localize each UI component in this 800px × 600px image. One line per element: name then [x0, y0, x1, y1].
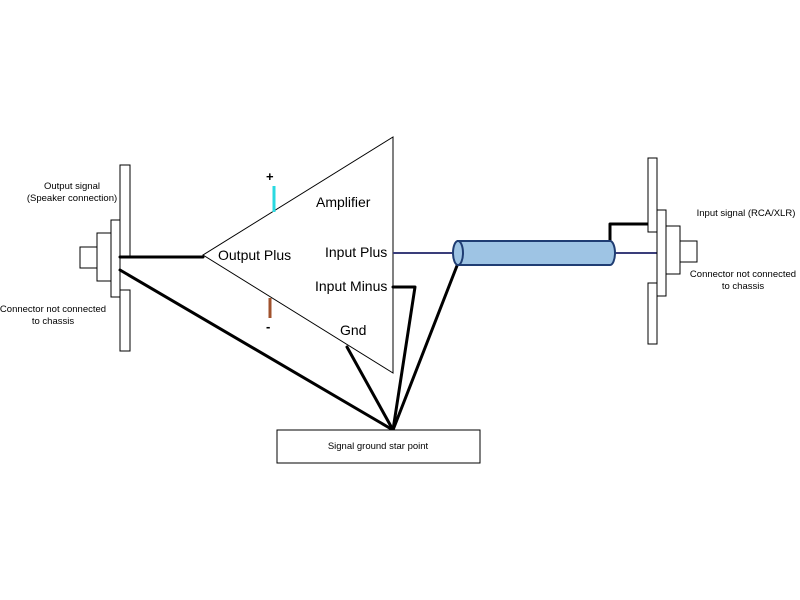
- cable-shield-to-star-wire: [391, 256, 462, 432]
- gnd-label: Gnd: [340, 322, 366, 338]
- output-connector-note-line2: to chassis: [32, 316, 74, 327]
- output-connector-title-line2: (Speaker connection): [27, 193, 117, 204]
- input-connector-title: Input signal (RCA/XLR): [697, 208, 796, 219]
- shielded-cable-body: [457, 240, 616, 266]
- output-connector-title-line1: Output signal: [44, 181, 100, 192]
- minus-sign: -: [266, 319, 270, 334]
- amplifier-triangle: [202, 136, 394, 374]
- output-plus-label: Output Plus: [218, 247, 291, 263]
- output-connector-note-line1: Connector not connected: [0, 304, 106, 315]
- input-connector-note-line2: to chassis: [722, 281, 764, 292]
- output-connector-collar: [96, 232, 112, 282]
- input-connector-pin: [679, 240, 698, 263]
- input-connector: [647, 157, 698, 345]
- output-connector-pin: [79, 246, 98, 269]
- input-minus-label: Input Minus: [315, 278, 387, 294]
- output-connector-flange-bottom: [119, 289, 131, 352]
- input-connector-flange-top: [647, 157, 658, 233]
- input-connector-flange-bottom: [647, 282, 658, 345]
- output-connector: [79, 164, 131, 352]
- signal-ground-star-point-label: Signal ground star point: [328, 441, 429, 452]
- output-connector-body: [110, 219, 121, 298]
- gnd-to-star-wire: [345, 345, 395, 432]
- output-connector-flange-top: [119, 164, 131, 258]
- input-connector-note-line1: Connector not connected: [690, 269, 796, 280]
- shielded-cable: [452, 240, 616, 266]
- input-minus-to-star-wire: [391, 285, 417, 432]
- signal-ground-star-point-box: [276, 429, 481, 464]
- shielded-cable-end: [452, 240, 464, 266]
- input-connector-body: [656, 209, 667, 297]
- input-connector-collar: [665, 225, 681, 275]
- shield-to-input-connector-wire: [608, 222, 660, 246]
- plus-sign: +: [266, 169, 274, 184]
- amplifier-title: Amplifier: [316, 194, 371, 210]
- input-plus-label: Input Plus: [325, 244, 387, 260]
- output-ground-wire: [118, 268, 395, 432]
